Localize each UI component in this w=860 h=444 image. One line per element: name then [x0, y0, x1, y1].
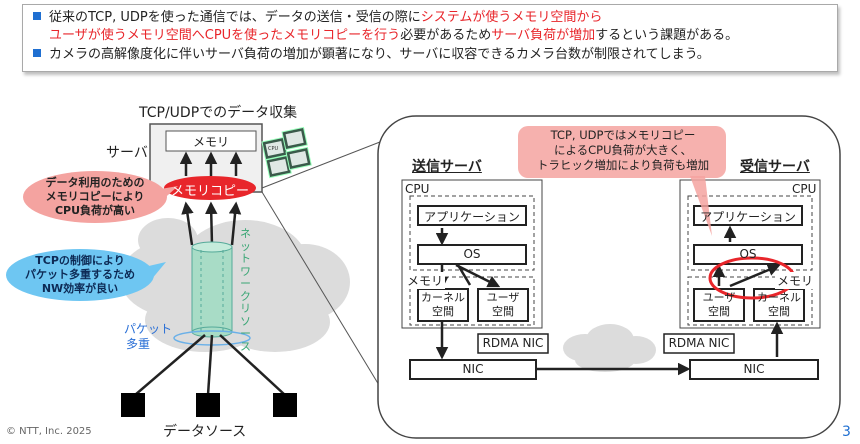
- memory-label: メモリ: [192, 135, 229, 149]
- packet-label: パケット 多重: [124, 322, 173, 351]
- callout-cpu-shape: [23, 171, 178, 223]
- data-source-3: [273, 393, 297, 417]
- callout-right-shape: [518, 126, 726, 236]
- memcopy-ellipse: [164, 176, 256, 200]
- receiver-kernel-label: カーネル 空間: [757, 291, 801, 318]
- page-number: 3: [842, 424, 851, 440]
- sender-title: 送信サーバ: [412, 159, 482, 175]
- receiver-nic-label: NIC: [743, 362, 765, 376]
- summary-box: 従来のTCP, UDPを使った通信では、データの送信・受信の際にシステムが使うメ…: [22, 4, 838, 72]
- zoom-line-bottom: [261, 191, 386, 396]
- sender-memory-label: メモリ: [405, 272, 446, 289]
- receiver-app-label: アプリケーション: [700, 210, 796, 224]
- callout-right: TCP, UDPではメモリコピー によるCPU負荷が大きく、 トラヒック増加によ…: [536, 128, 710, 172]
- receiver-rdma-label: RDMA NIC: [668, 336, 730, 350]
- left-title: TCP/UDPでのデータ収集: [139, 105, 298, 121]
- middle-cloud: [563, 324, 656, 372]
- network-tube: [191, 241, 233, 338]
- cpu-chip-text: CPU: [268, 146, 279, 152]
- bullet-square-icon: [33, 12, 41, 20]
- tube-arrows: [181, 201, 242, 246]
- bullet-2: カメラの高解像度化に伴いサーバ負荷の増加が顕著になり、サーバに収容できるカメラ台…: [33, 46, 710, 63]
- receiver-cpu-label: CPU: [792, 182, 817, 196]
- data-source-2: [196, 393, 220, 417]
- sender-user-label: ユーザ 空間: [486, 291, 520, 318]
- callout-tcp-shape: [6, 249, 166, 301]
- server-label: サーバ: [106, 145, 148, 161]
- receiver-user-label: ユーザ 空間: [702, 291, 736, 318]
- receiver-os-label: OS: [739, 247, 757, 261]
- network-resource-label: ネットワークリソース: [240, 227, 251, 353]
- sender-cpu-label: CPU: [405, 182, 430, 196]
- server-arrows: [179, 151, 243, 176]
- bullet-1-cont: ユーザが使うメモリ空間へCPUを使ったメモリコピーを行う必要があるためサーバ負荷…: [49, 28, 739, 43]
- receiver-memory-label: メモリ: [775, 272, 816, 289]
- copyright: © NTT, Inc. 2025: [6, 426, 92, 437]
- sender-server-shapes: [401, 179, 549, 380]
- sender-app-label: アプリケーション: [424, 210, 520, 224]
- sender-nic-label: NIC: [462, 362, 484, 376]
- data-source-1: [121, 393, 145, 417]
- callout-cpu: データ利用のための メモリコピーにより CPU負荷が高い: [45, 176, 145, 217]
- datasource-label: データソース: [163, 424, 247, 440]
- sender-os-label: OS: [463, 247, 481, 261]
- bullet-1: 従来のTCP, UDPを使った通信では、データの送信・受信の際にシステムが使うメ…: [33, 9, 602, 26]
- source-lines: [134, 334, 286, 396]
- sender-kernel-label: カーネル 空間: [421, 291, 465, 318]
- receiver-server-shapes: [663, 179, 821, 380]
- receiver-title: 受信サーバ: [740, 159, 810, 175]
- zoom-line-top: [261, 139, 386, 189]
- callout-tcp: TCPの制御により パケット多重するため NW効率が良い: [25, 254, 135, 295]
- cpu-chip-icons: [261, 126, 312, 179]
- sender-rdma-label: RDMA NIC: [482, 336, 544, 350]
- bullet-square-icon: [33, 49, 41, 57]
- memory-block: [165, 130, 257, 152]
- memcopy-label: メモリコピー: [170, 184, 249, 199]
